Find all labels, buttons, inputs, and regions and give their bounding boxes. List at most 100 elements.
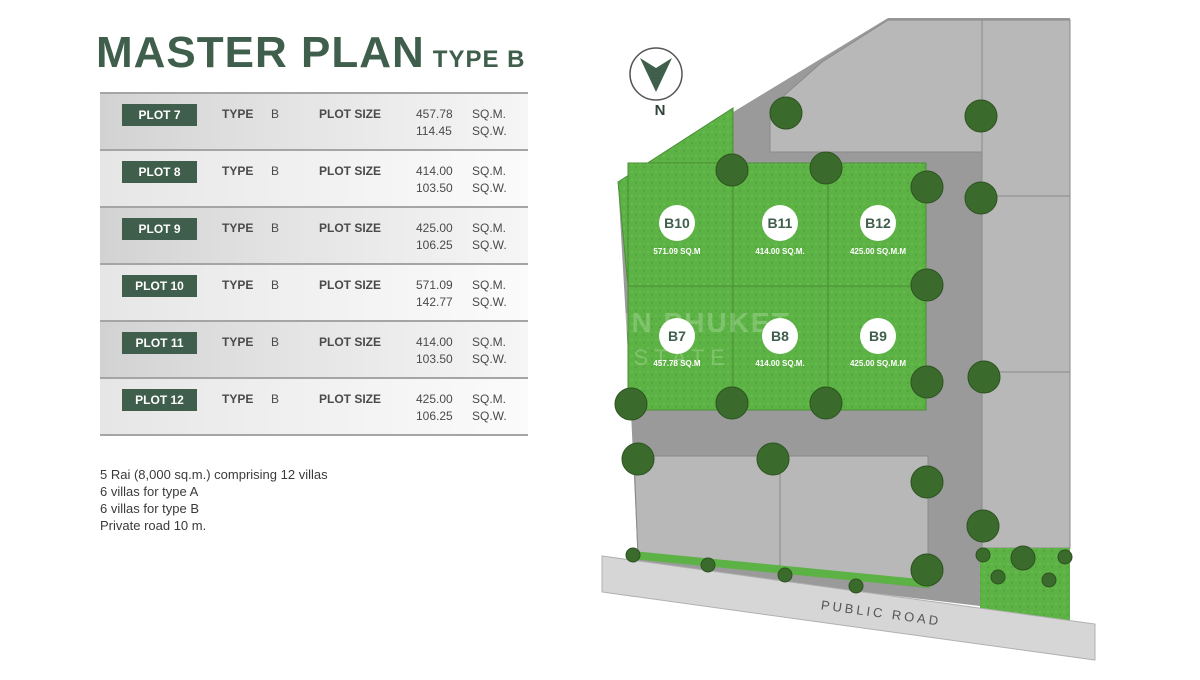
type-value: B	[271, 335, 280, 349]
tree-icon	[715, 153, 749, 187]
plot-id: B11	[768, 215, 793, 231]
lot-gray	[779, 455, 929, 589]
plot-size-label: PLOT SIZE	[319, 221, 382, 235]
plot-id: B7	[668, 328, 686, 344]
tree-icon	[910, 268, 944, 302]
type-label: TYPE	[222, 392, 254, 406]
tree-icon	[1057, 549, 1073, 565]
lot-gray	[981, 19, 1071, 197]
plot-badge: PLOT 8	[122, 161, 197, 183]
plot-size-label: PLOT SIZE	[319, 107, 382, 121]
type-value: B	[271, 278, 280, 292]
type-label: TYPE	[222, 164, 254, 178]
size-sqw-value: 114.45	[416, 124, 452, 138]
tree-icon	[769, 96, 803, 130]
tree-icon	[621, 442, 655, 476]
title-sub: TYPE B	[432, 46, 526, 73]
plot-badge: PLOT 12	[122, 389, 197, 411]
tree-icon	[910, 465, 944, 499]
tree-icon	[964, 181, 998, 215]
plot-table: PLOT 7 TYPE B PLOT SIZE 457.78 SQ.M. 114…	[100, 92, 528, 436]
size-sqm-unit: SQ.M.	[472, 278, 507, 292]
note-line: 6 villas for type A	[100, 484, 199, 499]
size-sqw-unit: SQ.W.	[472, 238, 507, 252]
lot-gray	[633, 455, 781, 571]
size-sqm-value: 414.00	[416, 164, 453, 178]
plot-row: PLOT 9 TYPE B PLOT SIZE 425.00 SQ.M. 106…	[100, 206, 528, 263]
type-label: TYPE	[222, 278, 254, 292]
plot-size-label: PLOT SIZE	[319, 335, 382, 349]
size-sqm-value: 425.00	[416, 392, 453, 406]
size-sqw-unit: SQ.W.	[472, 352, 507, 366]
size-sqm-value: 571.09	[416, 278, 453, 292]
site-map: PUBLIC ROAD	[520, 10, 1110, 675]
title-main: MASTER PLAN	[96, 28, 425, 77]
size-sqm-unit: SQ.M.	[472, 164, 507, 178]
plot-badge: PLOT 7	[122, 104, 197, 126]
tree-icon	[910, 365, 944, 399]
size-sqw-value: 106.25	[416, 409, 453, 423]
plot-size-label: PLOT SIZE	[319, 278, 382, 292]
size-sqw-unit: SQ.W.	[472, 124, 507, 138]
plot-size-label: PLOT SIZE	[319, 392, 382, 406]
compass-icon: N	[629, 47, 683, 119]
plot-id: B9	[869, 328, 887, 344]
plot-badge: PLOT 10	[122, 275, 197, 297]
tree-icon	[964, 99, 998, 133]
plot-area: 425.00 SQ.M.M	[850, 359, 906, 368]
plot-label-b10: B10 571.09 SQ.M	[653, 205, 701, 256]
tree-icon	[967, 360, 1001, 394]
type-label: TYPE	[222, 221, 254, 235]
size-sqw-value: 142.77	[416, 295, 453, 309]
size-sqw-unit: SQ.W.	[472, 181, 507, 195]
project-notes: 5 Rai (8,000 sq.m.) comprising 12 villas…	[100, 466, 328, 534]
plot-size-label: PLOT SIZE	[319, 164, 382, 178]
watermark-line2: REAL ESTATE	[590, 345, 731, 370]
plot-area: 425.00 SQ.M.M	[850, 247, 906, 256]
size-sqw-value: 103.50	[416, 352, 453, 366]
plot-id: B10	[664, 215, 690, 231]
plot-label-b11: B11 414.00 SQ.M.	[755, 205, 805, 256]
type-value: B	[271, 164, 280, 178]
tree-icon	[1010, 545, 1036, 571]
size-sqm-value: 457.78	[416, 107, 453, 121]
tree-icon	[990, 569, 1006, 585]
plot-label-b7: B7 457.78 SQ.M	[653, 318, 701, 368]
tree-icon	[756, 442, 790, 476]
trees	[614, 96, 1073, 594]
plot-badge: PLOT 9	[122, 218, 197, 240]
plot-row: PLOT 10 TYPE B PLOT SIZE 571.09 SQ.M. 14…	[100, 263, 528, 320]
tree-icon	[715, 386, 749, 420]
tree-icon	[975, 547, 991, 563]
type-value: B	[271, 221, 280, 235]
note-line: 5 Rai (8,000 sq.m.) comprising 12 villas	[100, 467, 328, 482]
size-sqm-unit: SQ.M.	[472, 107, 507, 121]
plot-row: PLOT 11 TYPE B PLOT SIZE 414.00 SQ.M. 10…	[100, 320, 528, 377]
tree-icon	[1041, 572, 1057, 588]
site-map-svg: PUBLIC ROAD	[520, 18, 1096, 661]
lot-gray	[981, 195, 1071, 373]
plot-area: 414.00 SQ.M.	[755, 247, 804, 256]
plot-id: B8	[771, 328, 789, 344]
type-value: B	[271, 392, 280, 406]
type-label: TYPE	[222, 107, 254, 121]
tree-icon	[700, 557, 716, 573]
note-line: Private road 10 m.	[100, 518, 207, 533]
tree-icon	[848, 578, 864, 594]
plot-label-b12: B12 425.00 SQ.M.M	[850, 205, 906, 256]
plot-label-b8: B8 414.00 SQ.M.	[755, 318, 805, 368]
tree-icon	[910, 553, 944, 587]
size-sqm-unit: SQ.M.	[472, 392, 507, 406]
size-sqw-value: 103.50	[416, 181, 453, 195]
tree-icon	[809, 151, 843, 185]
plot-id: B12	[865, 215, 891, 231]
size-sqw-unit: SQ.W.	[472, 409, 507, 423]
plot-area: 414.00 SQ.M.	[755, 359, 804, 368]
plot-row: PLOT 12 TYPE B PLOT SIZE 425.00 SQ.M. 10…	[100, 377, 528, 436]
plot-row: PLOT 7 TYPE B PLOT SIZE 457.78 SQ.M. 114…	[100, 92, 528, 149]
size-sqm-value: 425.00	[416, 221, 453, 235]
public-road	[601, 555, 1096, 661]
size-sqw-value: 106.25	[416, 238, 453, 252]
plot-b8	[732, 285, 829, 411]
tree-icon	[966, 509, 1000, 543]
